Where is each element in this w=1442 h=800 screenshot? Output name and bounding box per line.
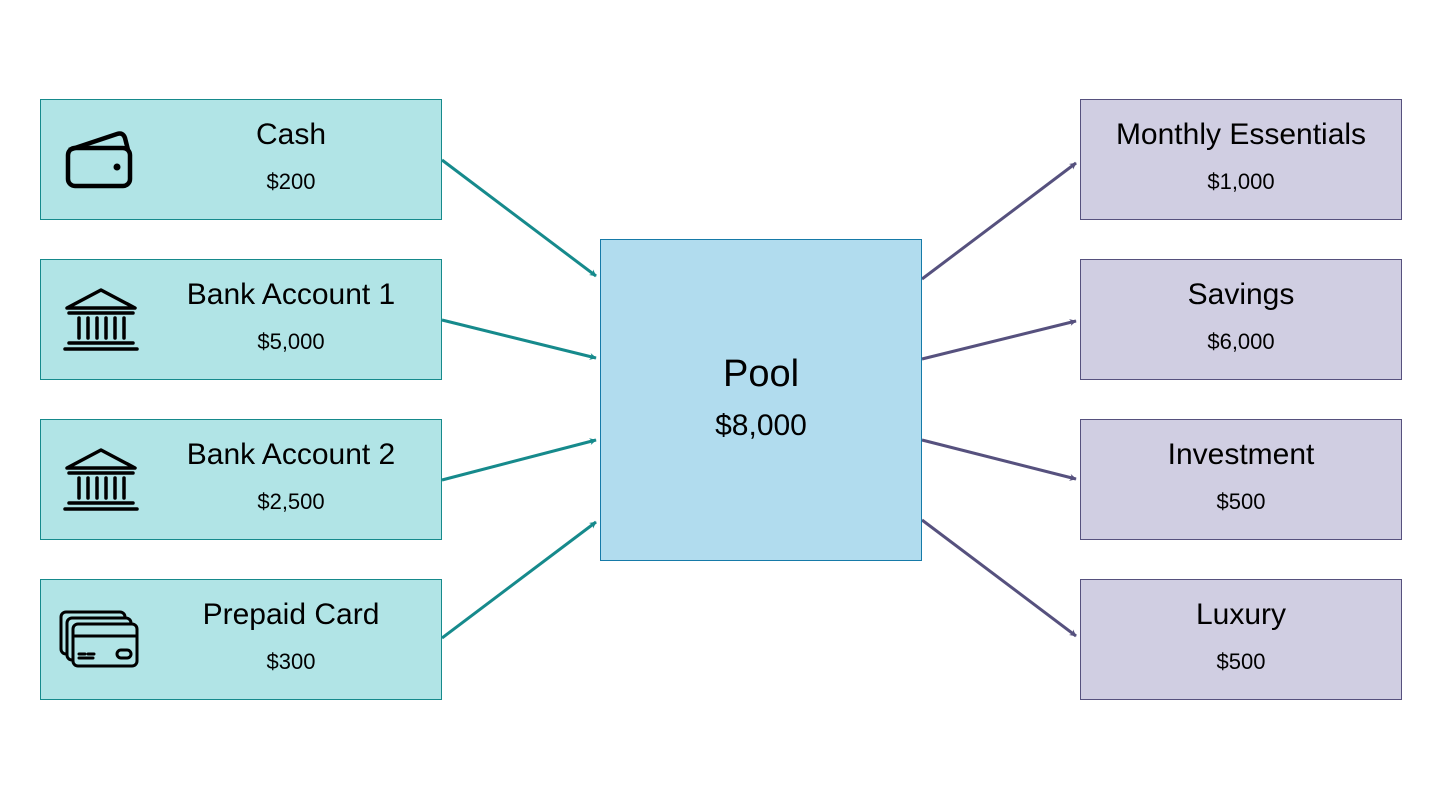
source-amount: $300 (266, 649, 316, 674)
wallet-icon (65, 131, 133, 189)
source-bank-account-1[interactable]: Bank Account 1 $5,000 (40, 259, 442, 380)
arrow-bank1-to-pool (441, 318, 597, 360)
source-name: Prepaid Card (202, 598, 380, 631)
arrow-pool-to-investment (921, 438, 1077, 481)
source-name: Cash (255, 118, 327, 151)
source-cash[interactable]: Cash $200 (40, 99, 442, 220)
destination-name: Monthly Essentials (1115, 118, 1367, 151)
source-prepaid-card[interactable]: Prepaid Card $300 (40, 579, 442, 700)
destination-amount: $500 (1216, 649, 1266, 674)
source-amount: $200 (266, 169, 316, 194)
arrow-cash-to-pool (441, 158, 597, 278)
arrow-pool-to-essentials (921, 161, 1077, 281)
source-name: Bank Account 1 (186, 278, 396, 311)
destination-name: Luxury (1195, 598, 1287, 631)
pool-box[interactable]: Pool $8,000 (600, 239, 922, 561)
source-amount: $5,000 (257, 329, 325, 354)
destination-amount: $6,000 (1207, 329, 1275, 354)
destination-savings[interactable]: Savings $6,000 (1080, 259, 1402, 380)
destination-investment[interactable]: Investment $500 (1080, 419, 1402, 540)
pool-name: Pool (722, 353, 800, 395)
destination-amount: $1,000 (1207, 169, 1275, 194)
bank-icon (63, 288, 139, 351)
source-amount: $2,500 (257, 489, 325, 514)
credit-cards-icon (59, 610, 139, 668)
destination-name: Savings (1187, 278, 1295, 311)
destination-amount: $500 (1216, 489, 1266, 514)
bank-icon (63, 448, 139, 511)
arrow-bank2-to-pool (441, 438, 597, 482)
source-bank-account-2[interactable]: Bank Account 2 $2,500 (40, 419, 442, 540)
source-name: Bank Account 2 (186, 438, 396, 471)
destination-luxury[interactable]: Luxury $500 (1080, 579, 1402, 700)
arrow-prepaid-to-pool (441, 520, 597, 640)
arrow-pool-to-savings (921, 319, 1077, 361)
arrow-pool-to-luxury (921, 518, 1077, 638)
destination-monthly-essentials[interactable]: Monthly Essentials $1,000 (1080, 99, 1402, 220)
destination-name: Investment (1167, 438, 1315, 471)
pool-amount: $8,000 (715, 409, 807, 442)
